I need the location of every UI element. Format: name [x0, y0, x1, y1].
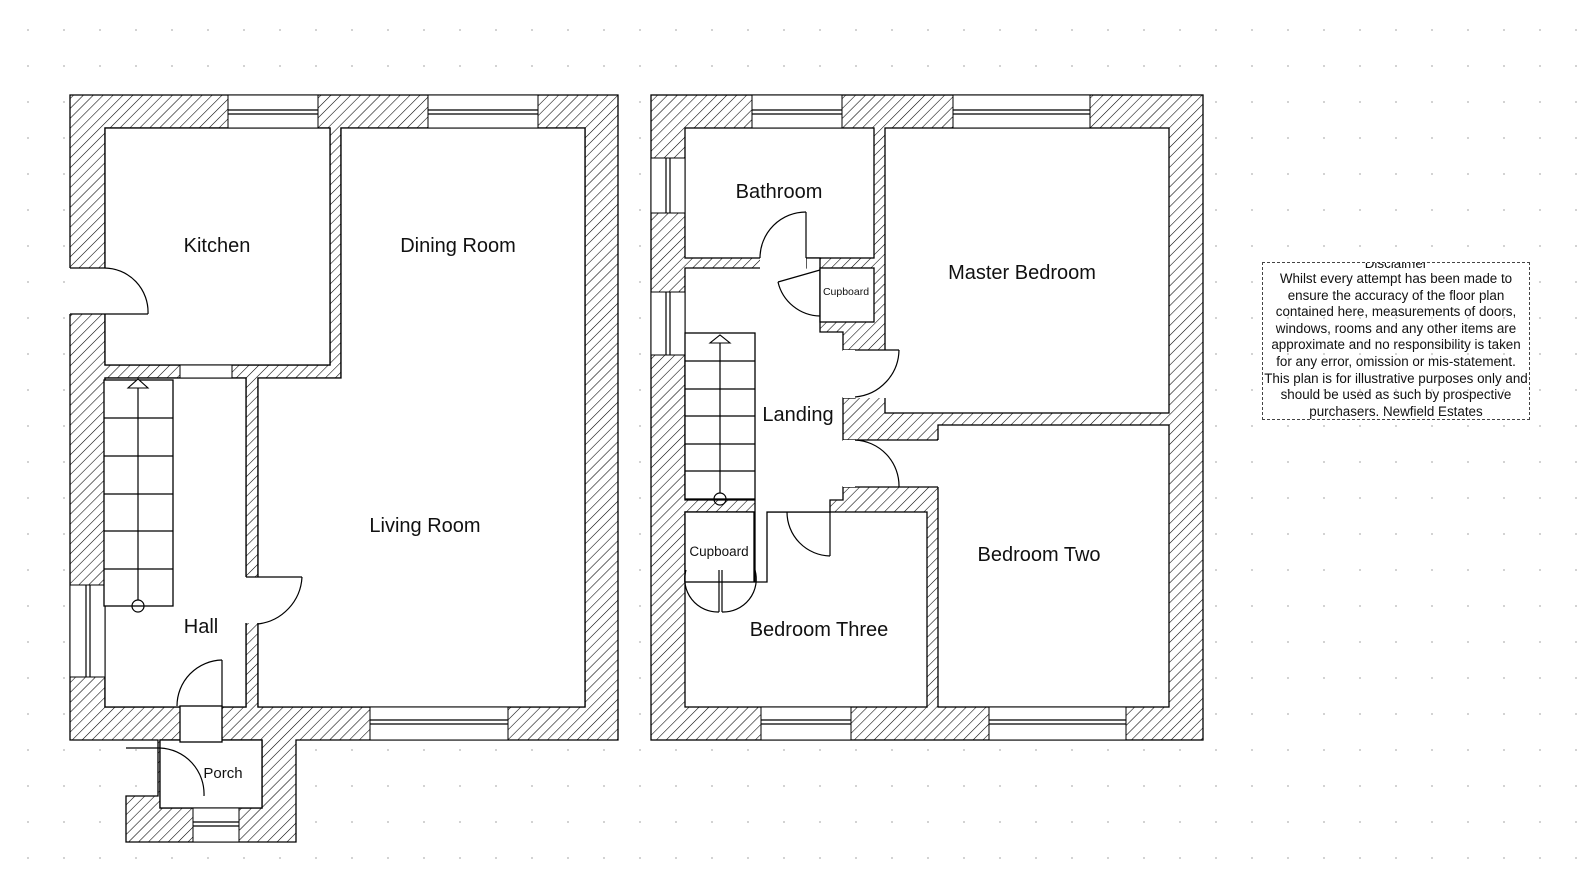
door-swing-icon: [69, 267, 149, 315]
window-icon: [650, 94, 1127, 741]
porch-label: Porch: [203, 765, 242, 782]
bath-cupboard-label: Cupboard: [823, 286, 869, 298]
bedroom-two-room: [937, 424, 1170, 708]
bedroom-two-label: Bedroom Two: [977, 544, 1100, 566]
master-bedroom-label: Master Bedroom: [948, 262, 1096, 284]
disclaimer-box: Disclaimer Whilst every attempt has been…: [1262, 262, 1530, 420]
door-swing-icon: [843, 349, 900, 398]
first-floor-stairs: [684, 332, 756, 506]
door-swing-icon: [786, 511, 831, 557]
dining-living-room: [257, 127, 586, 708]
disclaimer-text: Whilst every attempt has been made to en…: [1264, 271, 1528, 419]
bathroom-label: Bathroom: [736, 181, 823, 203]
stair-arrow-icon: [126, 378, 150, 389]
door-swing-icon: [126, 659, 223, 797]
landing-label: Landing: [762, 404, 833, 426]
door-swing-icon: [759, 211, 807, 270]
window-icon: [69, 94, 539, 843]
door-swing-icon: [843, 439, 940, 488]
hall-label: Hall: [184, 616, 218, 638]
living-room-label: Living Room: [369, 515, 480, 537]
door-swing-icon: [245, 576, 303, 625]
first-floor: Bathroom Master Bedroom Landing Bedroom …: [650, 94, 1204, 741]
porch-link: [179, 705, 223, 743]
door-swing-icon: [684, 569, 757, 613]
master-bedroom-room: [884, 127, 1170, 414]
disclaimer-title: Disclaimer: [1364, 262, 1428, 271]
kitchen-room: [104, 127, 331, 366]
bath-cupboard-room: [819, 267, 875, 323]
kitchen-label: Kitchen: [184, 235, 251, 257]
stair-arrow-icon: [708, 334, 732, 344]
landing-cupboard-label: Cupboard: [689, 544, 748, 559]
ground-stairs: [103, 378, 174, 613]
dining-room-label: Dining Room: [400, 235, 516, 257]
bedroom-three-label: Bedroom Three: [750, 619, 889, 641]
door-swing-icon: [777, 269, 821, 317]
ground-floor: Kitchen Dining Room Living Room Hall Por…: [69, 94, 619, 843]
